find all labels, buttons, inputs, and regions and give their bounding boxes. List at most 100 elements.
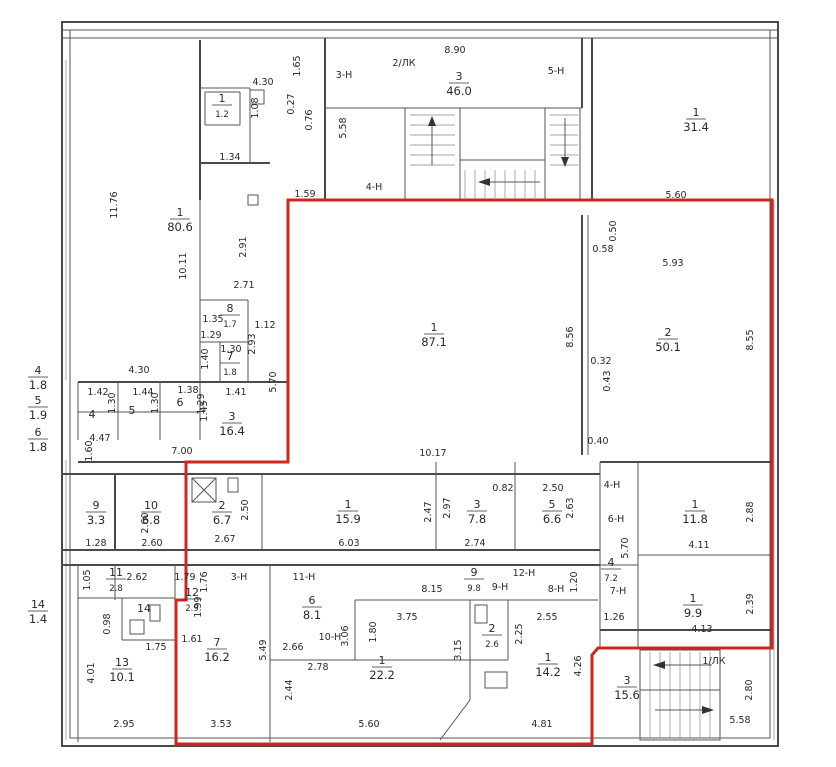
dimension-label: 1.42 [87,387,108,398]
room-area: 50.1 [655,340,681,354]
room-area: 46.0 [446,84,472,98]
dimension-label: 0.82 [492,483,513,494]
room-number: 11 [109,566,123,579]
access-tag: 4-H [604,480,621,491]
dimension-label: 2.91 [238,236,249,257]
dimension-label: 0.50 [608,220,619,241]
dimension-label: 2.93 [247,333,258,354]
access-tag: 9-H [492,582,509,593]
room-area: 22.2 [369,668,395,682]
room-number: 4 [35,364,42,377]
room-area: 1.9 [29,408,47,422]
dimension-label: 2.63 [565,497,576,518]
stairwell-top [410,114,578,198]
room-area: 9.8 [467,584,481,594]
room-number: 7 [214,636,221,649]
dimension-label: 4.11 [688,540,709,551]
dimension-label: 1.29 [200,330,221,341]
room-number: 14 [137,602,151,615]
access-tag: 5-H [548,66,565,77]
dimension-label: 2.47 [423,501,434,522]
dimension-label: 1.61 [181,634,202,645]
room-number: 8 [227,302,234,315]
room-number: 3 [229,410,236,423]
room-area: 1.8 [223,368,237,378]
dimension-label: 2.39 [745,593,756,614]
room-number: 12 [185,586,199,599]
access-tag: 2/ЛК [392,58,415,69]
dimension-label: 1.34 [219,152,240,163]
dimension-label: 1.30 [150,392,161,413]
room-area: 1.8 [29,378,47,392]
room-number: 2 [219,499,226,512]
dimension-label: 1.05 [82,569,93,590]
room-number: 1 [177,206,184,219]
dimension-label: 4.30 [128,365,149,376]
room-area: 10.1 [109,670,135,684]
dimension-label: 5.70 [268,371,279,392]
dimension-label: 1.45 [199,400,210,421]
access-tag: 3-H [231,572,248,583]
dimension-label: 0.58 [592,244,613,255]
dimension-label: 4.01 [86,662,97,683]
room-area: 15.9 [335,512,361,526]
dimension-label: 3.53 [210,719,231,730]
room-area: 15.6 [614,688,640,702]
dimension-label: 8.90 [444,45,465,56]
room-area: 6.8 [142,513,160,527]
dimension-label: 0.98 [102,613,113,634]
room-number: 6 [309,594,316,607]
room-number: 1 [693,106,700,119]
room-area: 2.6 [485,640,499,650]
room-number: 5 [549,498,556,511]
dimension-label: 1.60 [84,440,95,461]
dimension-label: 2.67 [214,534,235,545]
room-area: 2.9 [185,604,199,614]
dimension-label: 4.13 [691,624,712,635]
dimension-label: 1.12 [254,320,275,331]
room-number: 5 [129,404,136,417]
dimension-label: 4.81 [531,719,552,730]
room-area: 3.3 [87,513,105,527]
dimension-label: 10.11 [178,252,189,279]
room-area: 2.8 [109,584,123,594]
room-number: 1 [692,498,699,511]
dimension-label: 1.44 [132,387,153,398]
dimension-label: 2.50 [240,499,251,520]
dimension-label: 5.58 [338,117,349,138]
access-tag: 10-H [319,632,342,643]
access-tag: 11-H [293,572,316,583]
dimension-label: 2.95 [113,719,134,730]
dimension-label: 2.60 [141,538,162,549]
dimension-label: 0.76 [304,109,315,130]
dimension-label: 5.58 [729,715,750,726]
dimension-label: 10.17 [419,448,446,459]
room-area: 1.8 [29,440,47,454]
room-area: 9.9 [684,606,702,620]
dimension-label: 0.40 [587,436,608,447]
access-tag: 8-H [548,584,565,595]
room-number: 1 [219,92,226,105]
dimension-label: 2.44 [284,679,295,700]
room-area: 31.4 [683,120,709,134]
leased-area-boundary [174,198,774,746]
dimension-label: 5.70 [620,537,631,558]
dimension-label: 2.60 [140,512,151,533]
stairwell-bottom [639,649,721,741]
room-area: 14.2 [535,665,561,679]
room-number: 2 [489,622,496,635]
room-area: 1.4 [29,612,47,626]
dimension-label: 2.78 [307,662,328,673]
dimension-label: 1.80 [368,621,379,642]
dimension-label: 1.30 [220,344,241,355]
room-number: 13 [115,656,129,669]
room-area: 1.2 [215,110,229,120]
dimension-label: 1.79 [174,572,195,583]
dimension-label: 8.56 [565,326,576,347]
access-tag: 12-H [513,568,536,579]
dimension-label: 3.06 [340,625,351,646]
dimension-label: 8.55 [745,329,756,350]
room-number: 6 [177,396,184,409]
building-walls [61,21,779,747]
access-tag: 1/ЛК [702,656,725,667]
